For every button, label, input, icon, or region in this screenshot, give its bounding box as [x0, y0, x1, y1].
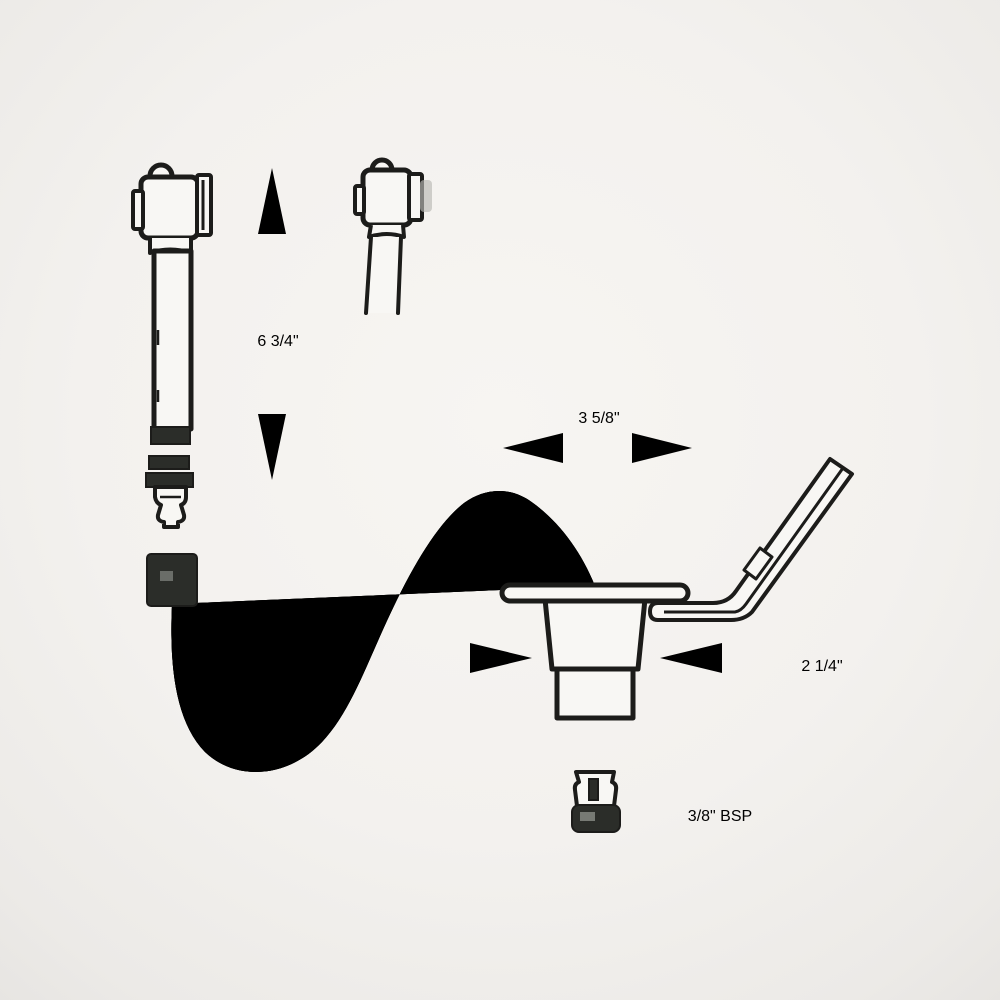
arrowhead-right — [470, 643, 532, 673]
trigger-tab — [131, 189, 145, 231]
arrowhead-right — [632, 433, 692, 463]
thread-size-label: 3/8" BSP — [688, 808, 752, 825]
sprayer-side-view — [131, 162, 213, 607]
dimension-width: 3 5/8" — [503, 410, 692, 463]
spray-jets — [424, 172, 510, 228]
recess-cup — [542, 596, 648, 672]
trigger-tab — [353, 184, 366, 216]
supply-hose — [171, 491, 596, 772]
hose-braid-texture — [171, 491, 596, 772]
bracket-clip-step — [742, 546, 774, 581]
bracket-arm — [648, 457, 854, 622]
quick-connect-fitting — [153, 485, 188, 529]
arrowhead-left — [660, 643, 722, 673]
flange-plate — [499, 582, 691, 604]
handle-tube — [151, 248, 194, 432]
dimension-label-height: 6 3/4" — [257, 333, 298, 350]
thread-nut — [571, 804, 621, 833]
dimension-height: 6 3/4" — [257, 168, 299, 480]
mounting-housing — [499, 582, 691, 833]
mounting-bracket — [648, 457, 854, 622]
dimension-label-width: 3 5/8" — [578, 410, 619, 427]
arrowhead-down — [258, 414, 286, 480]
housing-body — [554, 666, 636, 721]
sprayer-head — [360, 167, 414, 228]
dimension-depth: 2 1/4" — [470, 643, 843, 675]
neck — [367, 224, 406, 239]
sprayer-spray-view — [353, 157, 510, 315]
sprayer-head — [138, 174, 201, 241]
arrowhead-up — [258, 168, 286, 234]
dimension-label-depth: 2 1/4" — [801, 658, 842, 675]
handle-end-band — [150, 426, 191, 445]
arrowhead-left — [503, 433, 563, 463]
